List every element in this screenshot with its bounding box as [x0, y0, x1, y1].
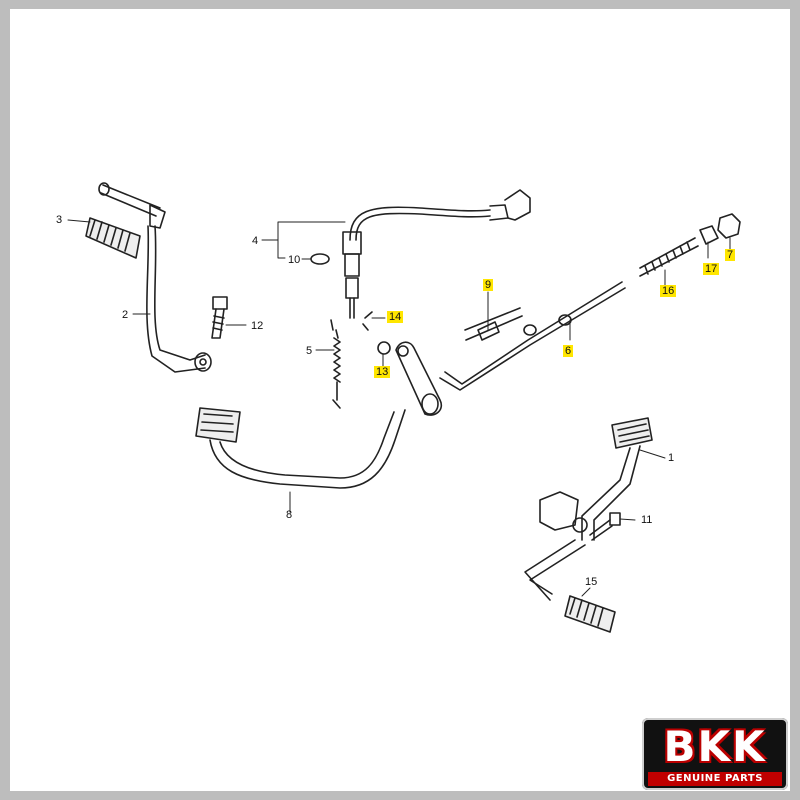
brand-name: BKK	[663, 722, 767, 771]
part-8-brake-pedal	[195, 341, 443, 489]
callout-6: 6	[563, 345, 574, 357]
callout-11: 11	[641, 514, 653, 526]
callout-13: 13	[374, 366, 391, 378]
callout-1: 1	[668, 452, 675, 464]
part-4-switch-cable	[342, 189, 531, 319]
part-14-pin	[362, 311, 373, 331]
callout-5: 5	[306, 345, 313, 357]
callout-16: 16	[660, 285, 677, 297]
callout-4: 4	[252, 235, 259, 247]
part-15-footpeg-rubber	[564, 595, 616, 633]
part-7-nut	[717, 213, 741, 239]
parts-diagram: 1 2 3 4 5 6 7 8 9 10 11 12 13 14 15 16 1…	[10, 9, 790, 791]
part-5-spring	[330, 319, 341, 409]
part-6-brake-rod	[439, 281, 626, 391]
brand-tagline: GENUINE PARTS	[648, 772, 782, 786]
part-2-step-bracket	[98, 182, 212, 373]
bkk-logo: BKK GENUINE PARTS	[642, 718, 788, 790]
callout-8: 8	[286, 509, 293, 521]
callout-7: 7	[725, 249, 736, 261]
part-12-bolt	[211, 296, 228, 339]
callout-17: 17	[703, 263, 720, 275]
callout-12: 12	[251, 320, 264, 332]
callout-2: 2	[122, 309, 129, 321]
part-10-cotter-pin	[310, 253, 330, 265]
callout-14: 14	[387, 311, 404, 323]
callout-15: 15	[585, 576, 598, 588]
parts-illustration	[67, 182, 741, 633]
part-9-spring	[464, 307, 523, 341]
callout-9: 9	[483, 279, 494, 291]
callout-3: 3	[56, 214, 63, 226]
part-13-washer	[377, 341, 391, 355]
part-17-collar	[699, 225, 719, 245]
callout-10: 10	[288, 254, 301, 266]
part-16-spring	[639, 237, 699, 277]
part-3-footpeg-rubber	[85, 217, 141, 259]
part-1-gearshift-pedal	[524, 417, 653, 601]
